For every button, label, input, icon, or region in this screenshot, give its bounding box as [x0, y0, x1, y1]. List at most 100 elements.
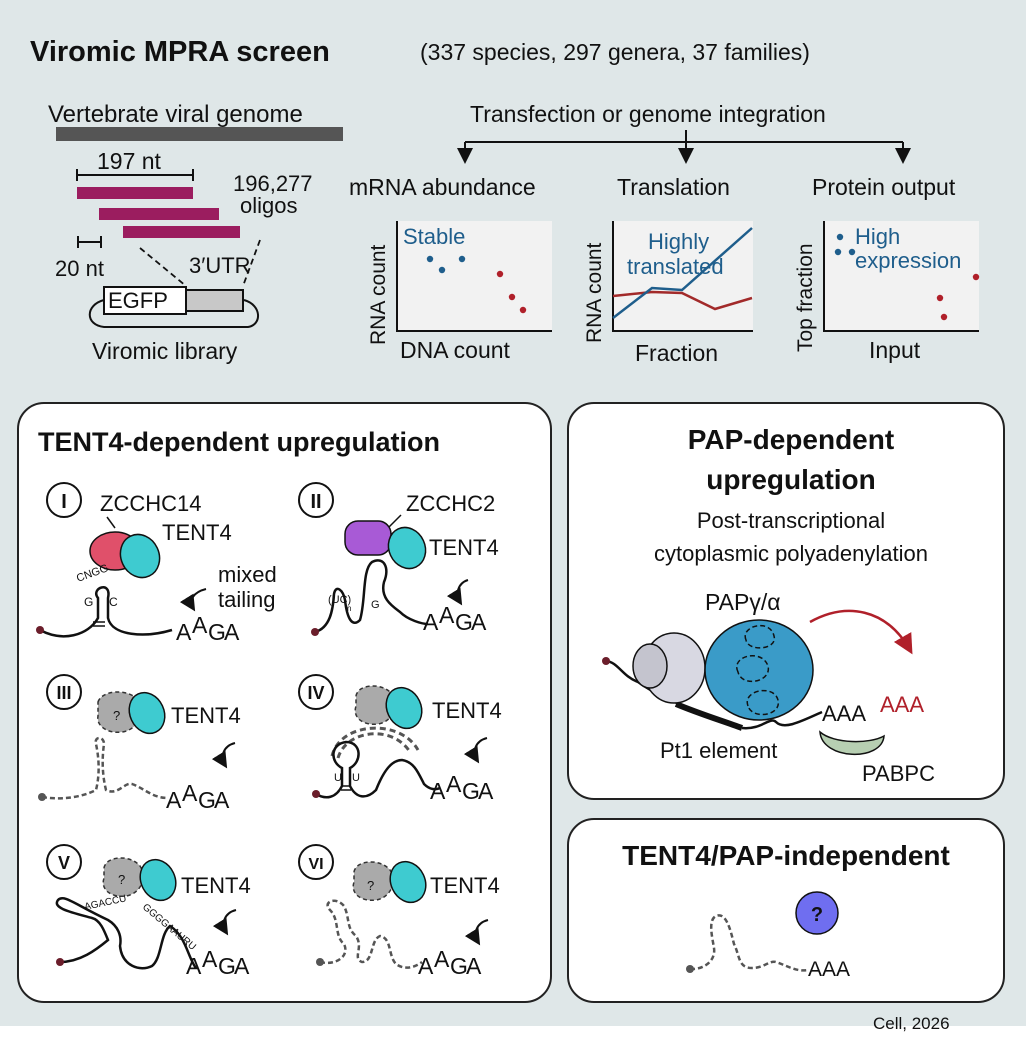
plasmid-backbone — [88, 299, 259, 328]
tent4-protein-I — [119, 533, 161, 579]
rna-seq-IV-u2: U — [352, 772, 360, 784]
case-IV: IV TENT4 U U — [298, 674, 502, 799]
pap-panel — [567, 402, 1005, 800]
axes-translation — [612, 221, 753, 332]
tail-letter-case-4-3: G — [462, 778, 480, 804]
pap-tail-black: AAA — [822, 701, 866, 726]
tent4-label-IV: TENT4 — [432, 698, 502, 723]
ylabel-protein: Top fraction — [794, 243, 817, 352]
tent4-label-V: TENT4 — [181, 873, 251, 898]
viral-genome-bar — [56, 127, 343, 141]
xlabel-translation: Fraction — [635, 340, 718, 366]
rna-seq-I-c: C — [109, 595, 118, 609]
assay-title-protein: Protein output — [812, 174, 956, 200]
genome-label: Vertebrate viral genome — [48, 101, 303, 128]
papg-alpha-protein — [704, 619, 814, 721]
pap-enzyme-label: PAPγ/α — [705, 589, 781, 615]
unknown-factor-VI — [352, 861, 394, 902]
unknown-mark-VI: ? — [367, 878, 374, 893]
tail-letter-case-3-1: A — [166, 787, 182, 813]
annotation-expression: expression — [855, 248, 961, 273]
independent-title: TENT4/PAP-independent — [622, 840, 950, 871]
pap-title-line-2: upregulation — [706, 464, 876, 495]
ylabel-translation: RNA count — [583, 242, 606, 343]
independent-rna — [689, 914, 809, 972]
axes-mrna — [396, 221, 552, 332]
tail-letter-case-6-2: A — [434, 946, 450, 972]
tent4-label-II: TENT4 — [429, 535, 499, 560]
line-high-translation — [612, 227, 753, 319]
tail-letter-case-6-1: A — [418, 953, 434, 979]
polyadenylation-arrow — [809, 609, 913, 655]
tent4-label-VI: TENT4 — [430, 873, 500, 898]
rna-IV — [315, 740, 441, 799]
rna-seq-II-g: G — [371, 599, 380, 611]
note-mixed: mixed — [218, 562, 277, 587]
oligo-length-label: 197 nt — [97, 148, 162, 174]
offset-label: 20 nt — [55, 256, 104, 281]
tail-letter-case-1-2: A — [192, 612, 208, 638]
plot-area-translation — [613, 221, 753, 331]
xlabel-mrna: DNA count — [400, 337, 511, 363]
oligo-count: 196,277 — [233, 171, 313, 196]
egfp-label: EGFP — [108, 288, 168, 313]
tent4-panel-title: TENT4-dependent upregulation — [38, 427, 440, 457]
numeral-III: III — [56, 683, 71, 703]
numeral-circle-IV — [298, 674, 334, 710]
independent-tail: AAA — [808, 958, 850, 981]
egfp-box — [103, 286, 187, 315]
assay-title-mrna: mRNA abundance — [349, 174, 536, 200]
oligo-bar-2 — [99, 208, 219, 220]
rna-seq-IV-u1: U — [334, 772, 342, 784]
tail-letter-case-4-1: A — [430, 778, 446, 804]
tail-letter-case-1-1: A — [176, 619, 192, 645]
tail-letter-case-2-3: G — [455, 609, 473, 635]
tent4-protein-III — [128, 691, 166, 735]
rna-III — [41, 736, 169, 800]
utr-label: 3′UTR — [189, 253, 251, 278]
tail-letter-case-5-3: G — [218, 953, 236, 979]
pap-desc-line-1: Post-transcriptional — [697, 508, 885, 533]
tent4-protein-IV — [385, 686, 423, 730]
pap-desc-line-2: cytoplasmic polyadenylation — [654, 541, 928, 566]
rna-seq-I-g: G — [84, 595, 93, 609]
ylabel-mrna: RNA count — [367, 244, 390, 345]
tent4-protein-II — [387, 526, 427, 570]
ribosome-small — [632, 643, 668, 689]
tail-letter-case-4-4: A — [478, 778, 494, 804]
numeral-circle-VI — [298, 844, 334, 880]
tail-letter-case-3-3: G — [198, 787, 216, 813]
tail-letter-case-1-4: A — [224, 619, 240, 645]
pabpc-protein — [819, 730, 885, 756]
unknown-factor-V — [102, 857, 144, 898]
oligo-bar-3 — [123, 226, 240, 238]
pap-tail-red: AAA — [880, 692, 924, 717]
independent-rna-cap — [686, 965, 694, 973]
xlabel-protein: Input — [869, 337, 921, 363]
assay-branch-lines — [457, 130, 911, 164]
numeral-I: I — [61, 491, 67, 513]
rna-VI — [319, 899, 423, 969]
numeral-IV: IV — [307, 683, 324, 703]
zcchc2-protein — [344, 520, 392, 556]
oligo-bar-1 — [77, 187, 193, 199]
case-VI: VI ? TENT4 — [298, 844, 500, 969]
pap-domain-outlines — [735, 624, 779, 716]
rna-seq-II-n: n — [347, 604, 351, 613]
rna-II — [314, 559, 429, 634]
numeral-circle-II — [298, 482, 334, 518]
utr-zoom-line-right — [242, 239, 261, 287]
tail-letter-case-2-2: A — [439, 602, 455, 628]
main-subtitle: (337 species, 297 genera, 37 families) — [420, 39, 810, 65]
tail-letter-case-6-4: A — [466, 953, 482, 979]
library-label: Viromic library — [92, 338, 238, 364]
axes-protein — [823, 221, 979, 332]
zcchc14-label: ZCCHC14 — [100, 491, 201, 516]
rna-V — [55, 897, 198, 970]
oligo-length-bracket — [76, 169, 194, 181]
tent4-label-III: TENT4 — [171, 703, 241, 728]
tail-letter-case-3-4: A — [214, 787, 230, 813]
plot-area-protein — [824, 221, 979, 331]
case-II: II ZCCHC2 TENT4 (UC) n G — [298, 482, 499, 636]
